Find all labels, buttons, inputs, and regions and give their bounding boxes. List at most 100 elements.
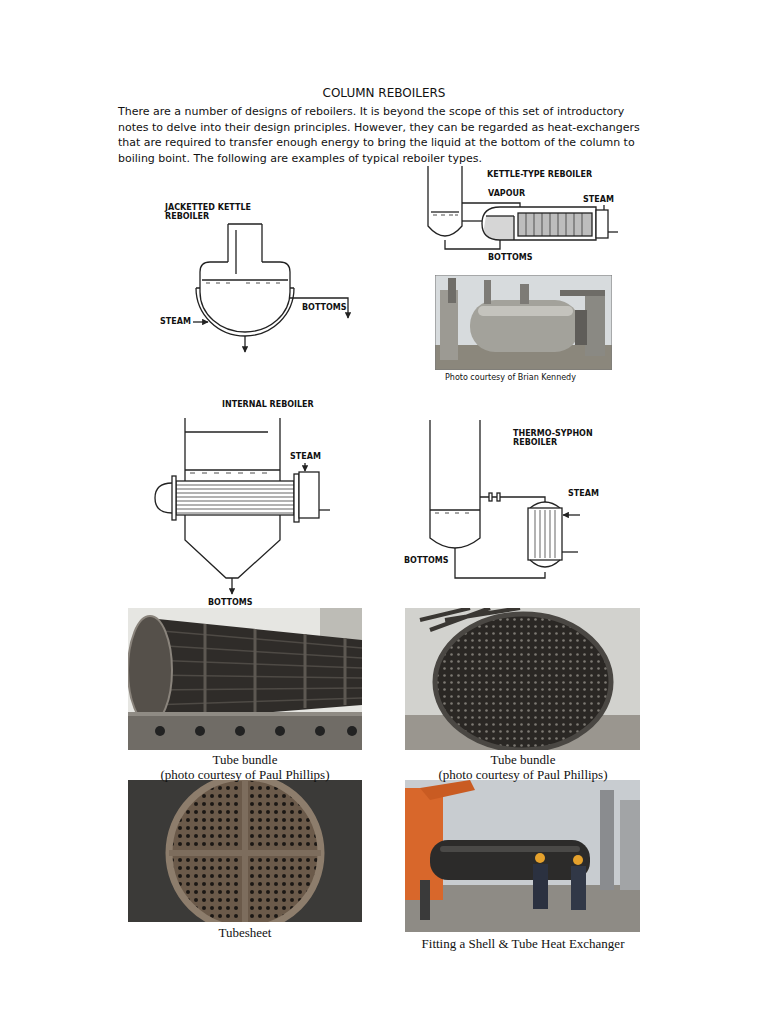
photo-caption: Tubesheet xyxy=(219,925,272,940)
thermosyphon-drawing xyxy=(430,420,580,578)
kettle-reboiler-drawing xyxy=(428,166,618,249)
thermosyphon-drawing-part xyxy=(528,508,562,560)
internal-reboiler-drawing-part xyxy=(185,431,268,432)
intro-paragraph: There are a number of designs of reboile… xyxy=(118,104,658,166)
kettle-reboiler-drawing-part xyxy=(445,240,500,249)
jacketted-kettle-drawing-part xyxy=(196,287,294,288)
photo-caption: Fitting a Shell & Tube Heat Exchanger xyxy=(422,936,625,951)
thermosyphon-drawing-part xyxy=(563,514,580,515)
kettle-reboiler-drawing-part xyxy=(603,205,604,210)
tubesheet-photo xyxy=(128,780,362,922)
fitting-exchanger-photo-part xyxy=(535,853,545,863)
thermosyphon-drawing-part xyxy=(530,560,560,567)
internal-reboiler-drawing-part xyxy=(304,463,305,471)
fitting-exchanger-photo-part xyxy=(420,780,475,800)
stream-label: BOTTOMS xyxy=(302,303,347,312)
tube-bundle-photo-part xyxy=(235,726,245,736)
kettle-reboiler-drawing-part xyxy=(486,215,514,216)
internal-reboiler-drawing-part xyxy=(319,509,330,510)
tube-bundle-photo-part xyxy=(155,726,165,736)
thermosyphon-drawing-part xyxy=(430,509,480,510)
fitting-exchanger-photo-part xyxy=(571,866,586,910)
kettle-photo-part xyxy=(520,284,529,304)
fitting-exchanger-photo-part xyxy=(430,840,590,880)
stream-label: STEAM xyxy=(290,452,321,461)
stream-label: BOTTOMS xyxy=(404,556,449,565)
stream-label: BOTTOMS xyxy=(208,598,253,607)
internal-reboiler-drawing-part xyxy=(294,474,299,522)
kettle-reboiler-drawing-part xyxy=(608,231,618,232)
kettle-photo-part xyxy=(448,278,456,303)
jacketted-kettle-drawing-part xyxy=(196,288,294,336)
diagram-title: INTERNAL REBOILER xyxy=(222,400,314,409)
stream-label: BOTTOMS xyxy=(488,253,533,262)
fitting-exchanger-photo-part xyxy=(600,790,614,890)
photo-credit: (photo courtesy of Paul Phillips) xyxy=(439,767,608,782)
tube-bundle-end-photo-part xyxy=(435,614,611,750)
tube-bundle-photo-part xyxy=(275,726,285,736)
kettle-reboiler-drawing-part xyxy=(462,220,482,221)
kettle-reboiler-drawing-part xyxy=(518,213,592,236)
stream-label: STEAM xyxy=(160,317,191,326)
internal-reboiler-drawing-part xyxy=(176,481,294,515)
kettle-photo-part xyxy=(585,296,605,356)
stream-label: VAPOUR xyxy=(488,189,525,198)
kettle-photo-part xyxy=(435,275,612,370)
fitting-exchanger-photo-part xyxy=(420,880,430,920)
thermosyphon-drawing-part xyxy=(497,493,500,501)
internal-reboiler-drawing-part xyxy=(176,485,294,513)
kettle-photo-part xyxy=(478,306,573,316)
stream-label: STEAM xyxy=(568,489,599,498)
tube-bundle-photo-part xyxy=(195,726,205,736)
kettle-reboiler-drawing-part xyxy=(428,166,462,236)
internal-reboiler-drawing-part xyxy=(185,469,280,470)
tubesheet-photo-part xyxy=(169,780,321,922)
kettle-photo-part xyxy=(435,275,612,370)
kettle-reboiler-drawing-part xyxy=(431,211,459,212)
internal-reboiler-drawing-part xyxy=(155,483,172,513)
kettle-photo-part xyxy=(560,290,605,296)
tube-bundle-photo-part xyxy=(128,616,172,724)
jacketted-kettle-drawing-part xyxy=(228,224,262,262)
kettle-reboiler-drawing-part xyxy=(482,207,596,240)
thermosyphon-drawing-part xyxy=(435,513,469,514)
thermosyphon-drawing-part xyxy=(489,493,492,501)
fitting-exchanger-photo-part xyxy=(405,780,640,932)
kettle-reboiler-drawing-part xyxy=(484,216,514,240)
thermosyphon-drawing-part xyxy=(562,551,578,552)
diagram-title: THERMO-SYPHON REBOILER xyxy=(513,429,593,447)
jacketted-kettle-drawing-part xyxy=(244,336,245,352)
tube-bundle-photo-part xyxy=(148,618,362,722)
internal-reboiler-drawing xyxy=(155,418,330,594)
tube-bundle-photo-part xyxy=(205,624,345,716)
photo-caption: Tube bundle xyxy=(213,752,278,767)
thermosyphon-drawing-part xyxy=(535,510,555,558)
diagram-title: JACKETTED KETTLE REBOILER xyxy=(165,203,265,221)
tube-bundle-photo-part xyxy=(128,608,362,750)
kettle-reboiler-drawing-part xyxy=(513,216,514,240)
jacketted-kettle-drawing-part xyxy=(193,321,208,322)
tube-bundle-photo xyxy=(128,608,362,750)
diagram-title: KETTLE-TYPE REBOILER xyxy=(487,170,592,179)
fitting-exchanger-photo-part xyxy=(440,846,580,852)
photo-caption: Tube bundle xyxy=(491,752,556,767)
internal-reboiler-drawing-part xyxy=(190,473,267,474)
tube-bundle-photo-part xyxy=(347,726,357,736)
tube-bundle-photo-part xyxy=(315,726,325,736)
jacketted-kettle-drawing-part xyxy=(290,298,348,318)
fitting-exchanger-photo xyxy=(405,780,640,932)
kettle-photo-part xyxy=(575,310,587,345)
kettle-photo xyxy=(435,275,612,370)
kettle-photo-part xyxy=(484,280,491,304)
tube-bundle-end-photo-part xyxy=(405,608,640,750)
tube-bundle-photo-part xyxy=(128,712,362,716)
tube-bundle-photo-part xyxy=(128,712,362,750)
jacketted-kettle-drawing-part xyxy=(235,230,236,274)
fitting-exchanger-photo-part xyxy=(620,800,640,890)
jacketted-kettle-drawing-part xyxy=(206,283,280,284)
kettle-reboiler-drawing-part xyxy=(526,213,582,236)
jacketted-kettle-drawing xyxy=(193,224,348,352)
stream-label: STEAM xyxy=(583,195,614,204)
